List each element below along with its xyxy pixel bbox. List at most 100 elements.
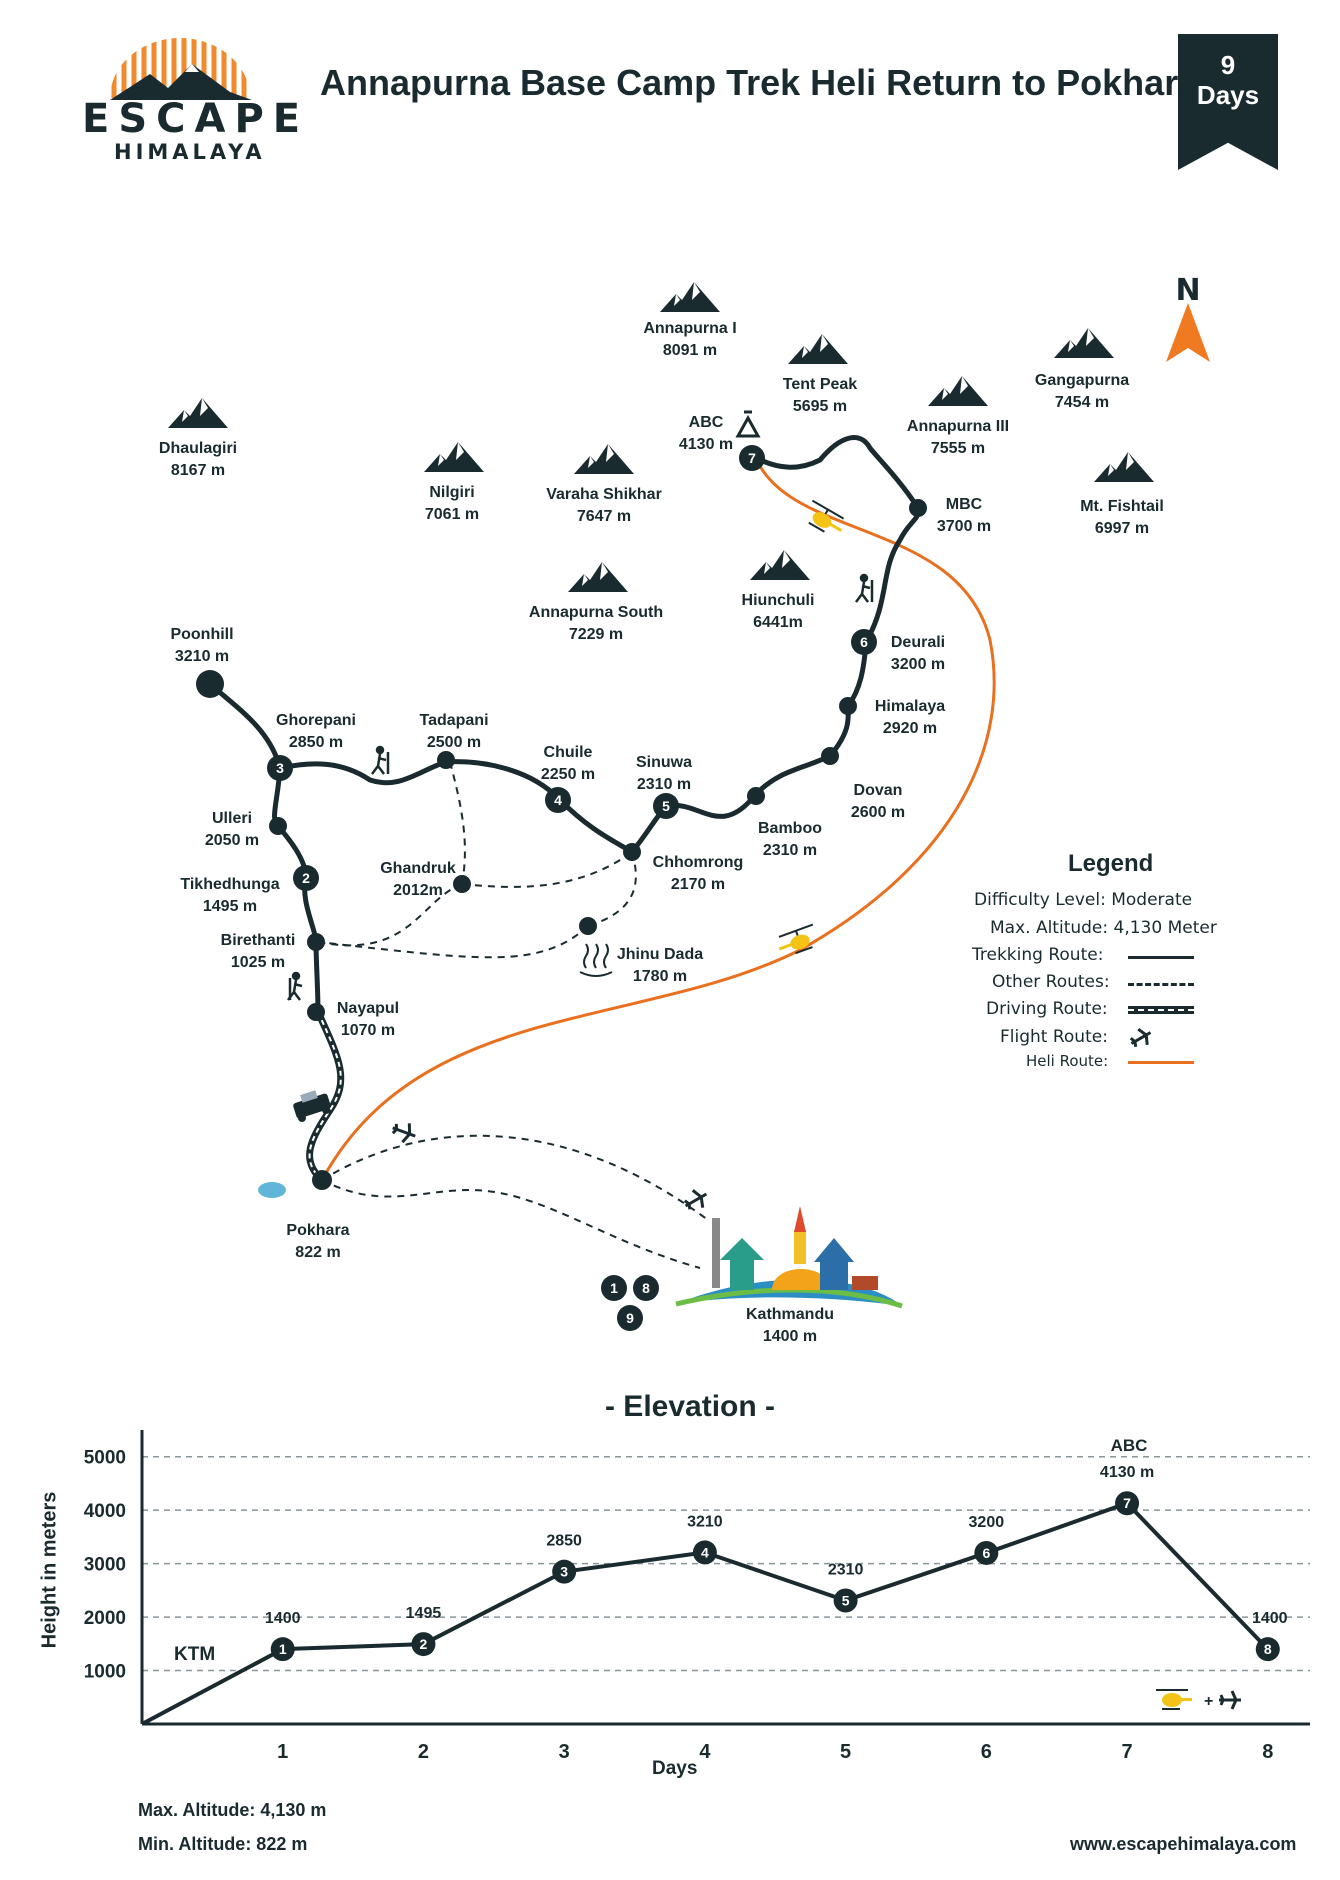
x-tick-label: 4 (699, 1741, 711, 1763)
data-value-label: 3200 (969, 1514, 1005, 1531)
y-tick-label: 3000 (84, 1555, 126, 1576)
route-nodes (196, 499, 927, 1190)
brand-subname: HIMALAYA (114, 140, 266, 164)
data-value-label: 4130 m (1100, 1464, 1154, 1481)
brand-name: ESCAPE (82, 96, 310, 142)
svg-text:6: 6 (860, 634, 868, 650)
x-tick-label: 5 (840, 1741, 851, 1763)
jeep-icon (293, 1090, 331, 1122)
data-point-marker-label: 5 (842, 1593, 850, 1609)
svg-text:2: 2 (302, 870, 310, 886)
x-tick-label: 2 (418, 1741, 429, 1763)
data-point (270, 1637, 295, 1662)
svg-text:1: 1 (610, 1280, 618, 1296)
legend-plane-icon (1129, 1027, 1152, 1048)
data-value-label: 1495 (406, 1605, 442, 1622)
svg-text:4: 4 (554, 792, 562, 808)
x-tick-label: 8 (1262, 1741, 1273, 1763)
legend-title: Legend (1068, 850, 1154, 877)
x-tick-label: 6 (981, 1741, 992, 1763)
abc-annotation: ABC (1111, 1436, 1148, 1455)
x-tick-label: 3 (559, 1741, 570, 1763)
tent-icon (735, 410, 761, 438)
hiker-icon (855, 573, 874, 603)
hiker-icon (287, 971, 303, 1001)
data-point-marker-label: 7 (1123, 1495, 1131, 1511)
data-value-label: 3210 (687, 1513, 723, 1530)
helicopter-icon (778, 923, 814, 955)
data-point-marker-label: 8 (1264, 1641, 1272, 1657)
svg-text:5: 5 (662, 798, 670, 814)
y-tick-label: 1000 (84, 1662, 126, 1683)
plane-icon (391, 1123, 416, 1144)
legend-heli: Heli Route: (1026, 1052, 1109, 1070)
ktm-annotation: KTM (174, 1644, 215, 1665)
footer-website[interactable]: www.escapehimalaya.com (1070, 1834, 1297, 1854)
data-point (833, 1588, 858, 1613)
transport-plus: + (1204, 1693, 1213, 1710)
data-point (974, 1540, 999, 1565)
logo-sunrise-icon (110, 38, 252, 100)
north-arrow-icon (1166, 303, 1210, 362)
compass-north-label: N (1175, 273, 1200, 308)
data-value-label: 2850 (546, 1533, 582, 1550)
data-point (692, 1540, 717, 1565)
legend-trekking-line (1128, 956, 1194, 959)
legend-driving: Driving Route: (986, 999, 1108, 1019)
data-value-label: 1400 (1252, 1610, 1288, 1627)
days-number: 9 (1220, 50, 1236, 80)
svg-text:9: 9 (626, 1310, 634, 1326)
y-tick-label: 2000 (84, 1608, 126, 1629)
kathmandu-illustration (675, 1206, 903, 1309)
svg-text:8: 8 (642, 1280, 650, 1296)
data-point-marker-label: 2 (420, 1636, 428, 1652)
legend-max-altitude: Max. Altitude: 4,130 Meter (990, 918, 1217, 938)
data-point (1255, 1637, 1280, 1662)
svg-text:7: 7 (748, 450, 756, 466)
data-point-marker-label: 3 (560, 1564, 568, 1580)
plane-icon (1219, 1690, 1241, 1710)
footer-min-altitude: Min. Altitude: 822 m (138, 1834, 308, 1854)
legend-other-line (1128, 983, 1194, 986)
brand-logo: ESCAPE HIMALAYA (80, 28, 300, 168)
data-point-marker-label: 6 (982, 1545, 990, 1561)
data-value-label: 2310 (828, 1562, 864, 1579)
elevation-series-line (141, 1500, 1270, 1726)
data-value-label: 1400 (265, 1610, 301, 1627)
legend-difficulty: Difficulty Level: Moderate (974, 890, 1193, 910)
helicopter-icon (808, 499, 845, 533)
data-point-marker-label: 1 (279, 1641, 287, 1657)
other-routes (317, 761, 709, 1269)
legend-flight: Flight Route: (1000, 1027, 1108, 1047)
data-point (411, 1632, 436, 1657)
elevation-title: - Elevation - (604, 1390, 776, 1423)
x-tick-label: 1 (277, 1741, 288, 1763)
page-title: Annapurna Base Camp Trek Heli Return to … (320, 62, 1199, 103)
route-map: N (168, 273, 1210, 1331)
x-axis-title: Days (652, 1758, 698, 1779)
